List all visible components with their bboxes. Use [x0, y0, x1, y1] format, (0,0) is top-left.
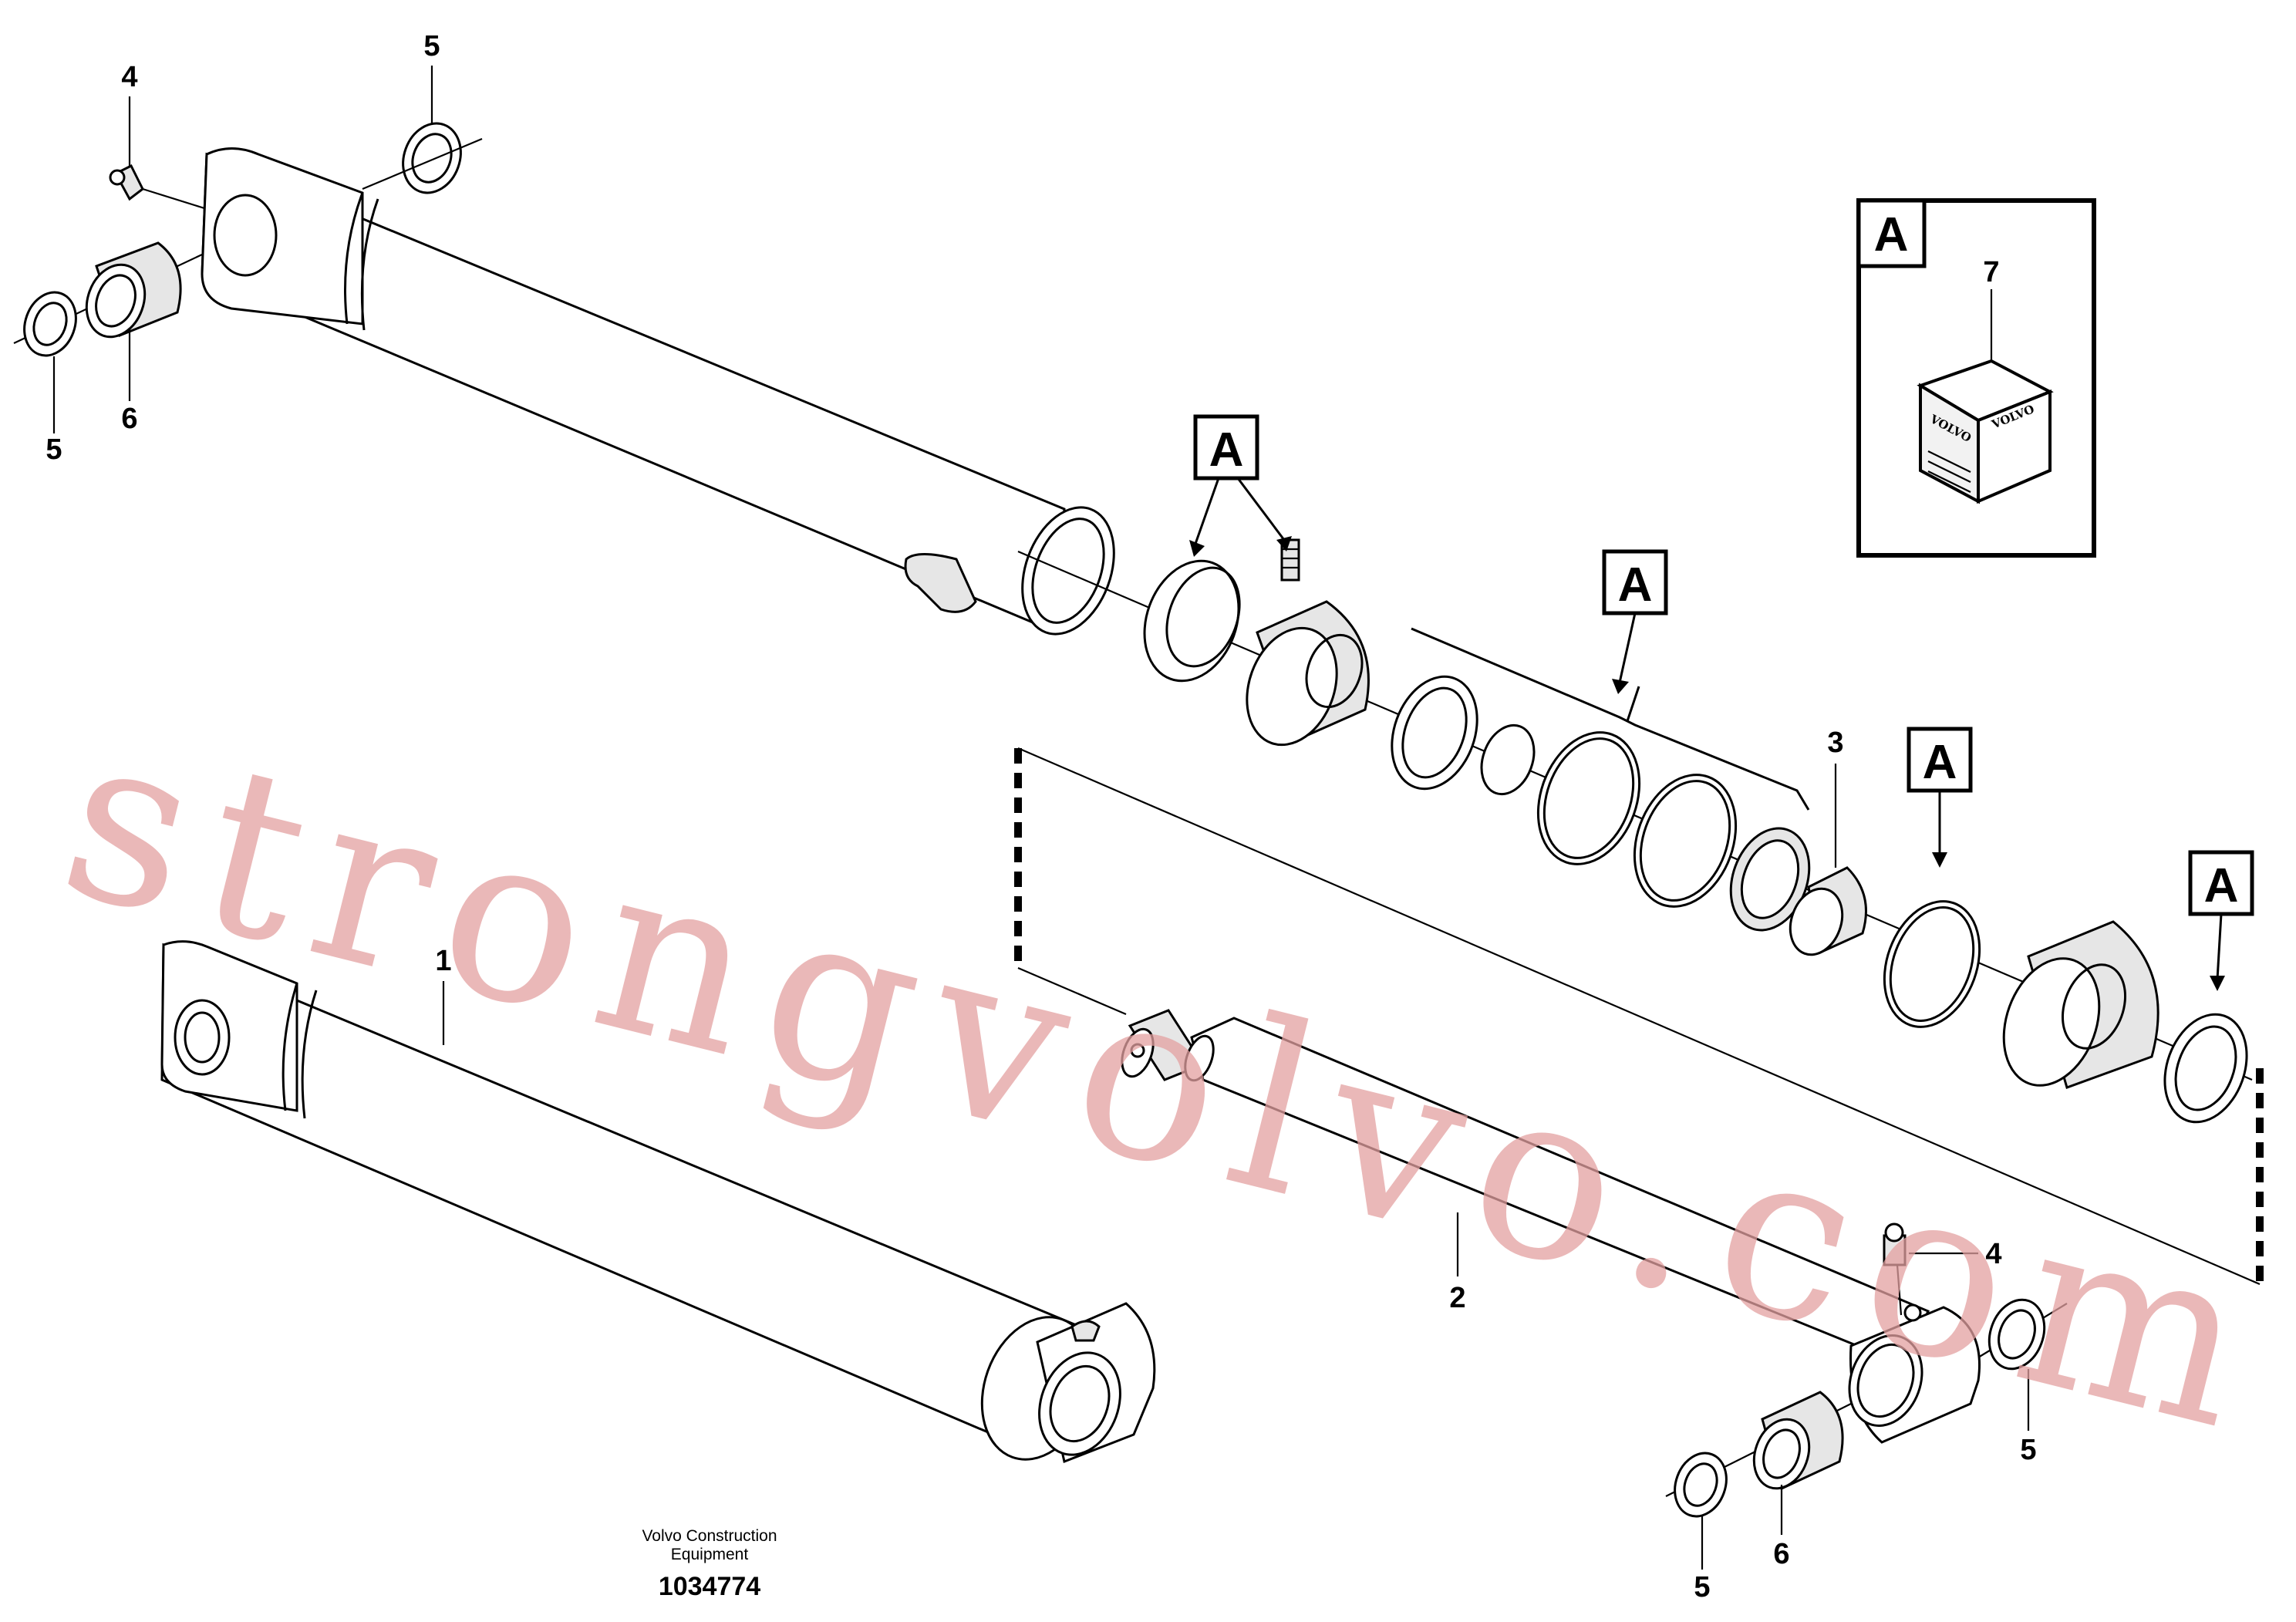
footer-line-1: Volvo Construction [642, 1527, 777, 1545]
callout-5-upper-left: 5 [46, 433, 62, 466]
piston-rod[interactable] [1116, 1009, 1930, 1367]
callout-5-upper-right: 5 [423, 30, 440, 62]
callout-5-lower-right: 5 [2020, 1434, 2036, 1466]
seal-ring-upper-left[interactable] [16, 285, 85, 363]
cylinder-head[interactable] [1232, 600, 1372, 757]
kit-ref-letter: A [1923, 736, 1957, 789]
callout-1: 1 [435, 945, 451, 977]
seal-kit-group[interactable] [1377, 665, 1822, 942]
callout-4-lower: 4 [1985, 1238, 2001, 1270]
grease-nipple-lower[interactable] [1883, 1222, 1907, 1266]
piston-rod-frame [1014, 747, 2264, 1286]
guide-ring[interactable] [1128, 548, 1255, 694]
kit-ref-letter: A [1209, 423, 1244, 477]
kit-ref-label-3[interactable]: A [1907, 727, 1973, 793]
callout-6-lower: 6 [1773, 1538, 1789, 1570]
o-ring[interactable] [1868, 888, 1996, 1040]
hydraulic-cylinder-complete[interactable] [160, 940, 1156, 1475]
grease-nipple-upper[interactable] [109, 164, 144, 201]
seal-kit-box-icon: VOLVO VOLVO [1917, 359, 2054, 504]
kit-ref-letter: A [2204, 859, 2239, 912]
kit-ref-label-1[interactable]: A [1193, 414, 1259, 481]
callout-7: 7 [1983, 256, 1999, 288]
bushing-upper[interactable] [77, 241, 182, 345]
seal-ring-lower-right[interactable] [1980, 1292, 2053, 1377]
callout-2: 2 [1449, 1282, 1465, 1314]
kit-ref-label-4[interactable]: A [2188, 850, 2254, 916]
seal-ring-upper-right[interactable] [393, 115, 470, 201]
callout-3: 3 [1827, 727, 1843, 759]
kit-ref-label-2[interactable]: A [1602, 549, 1668, 615]
callout-5-lower-left: 5 [1694, 1571, 1710, 1603]
kit-ref-letter: A [1618, 558, 1653, 612]
rod-eye[interactable] [1837, 1303, 1981, 1444]
seal-ring-lower-left[interactable] [1667, 1446, 1735, 1524]
drawing-number: 1034774 [659, 1572, 760, 1601]
kit-box-label: A [1874, 208, 1909, 261]
cylinder-barrel[interactable] [201, 147, 1131, 647]
footer-line-2: Equipment [671, 1546, 749, 1563]
bushing-lower[interactable] [1745, 1391, 1844, 1496]
callout-4-upper: 4 [121, 61, 137, 93]
callout-6-upper: 6 [121, 403, 137, 435]
spacer-sleeve[interactable] [1782, 866, 1867, 962]
piston[interactable] [1987, 920, 2159, 1099]
kit-box[interactable]: A 7 VOLVO VOLVO [1856, 198, 2096, 558]
wiper-ring[interactable] [2150, 1003, 2261, 1134]
